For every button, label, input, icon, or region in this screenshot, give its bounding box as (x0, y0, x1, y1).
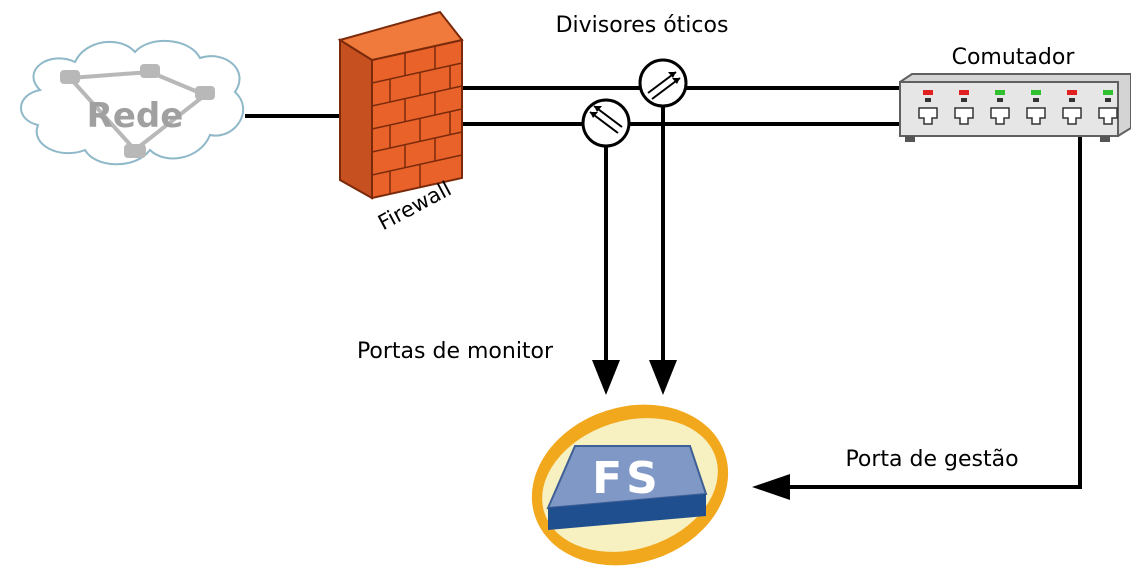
port-led-icon (959, 90, 969, 95)
switch-port (1062, 90, 1082, 125)
ethernet-port-icon (1062, 107, 1082, 125)
ethernet-port-icon (990, 107, 1010, 125)
firewall: Firewall (337, 10, 464, 235)
switch-port (918, 90, 938, 125)
ethernet-port-icon (1026, 107, 1046, 125)
monitor-arrow-1 (592, 360, 620, 395)
port-led-icon (923, 90, 933, 95)
ethernet-port-icon (1098, 107, 1118, 125)
switch-port (990, 90, 1010, 125)
port-led-icon (1031, 90, 1041, 95)
switch-port (1026, 90, 1046, 125)
optical-splitter-lower (581, 98, 631, 148)
switch (899, 73, 1131, 142)
firewall-bricks (371, 46, 463, 194)
appliance-label: FS (592, 453, 662, 504)
ethernet-port-icon (954, 107, 974, 125)
splitters-label: Divisores óticos (556, 13, 729, 38)
switch-port (1098, 90, 1118, 125)
port-led-icon (995, 90, 1005, 95)
switch-ports (918, 90, 1118, 125)
cloud-label: Rede (87, 96, 184, 136)
port-led-icon (1067, 90, 1077, 95)
optical-splitter-upper (638, 58, 688, 108)
port-led-icon (1103, 90, 1113, 95)
network-cloud: Rede (20, 40, 245, 166)
fs-appliance: FS (531, 404, 729, 566)
management-link (752, 135, 1082, 500)
management-port-label: Porta de gestão (845, 447, 1018, 472)
monitor-arrow-2 (649, 360, 677, 395)
switch-label: Comutador (952, 45, 1076, 70)
ethernet-port-icon (918, 107, 938, 125)
monitor-ports-label: Portas de monitor (357, 339, 554, 364)
switch-port (954, 90, 974, 125)
cloud-network-icon (60, 64, 215, 158)
